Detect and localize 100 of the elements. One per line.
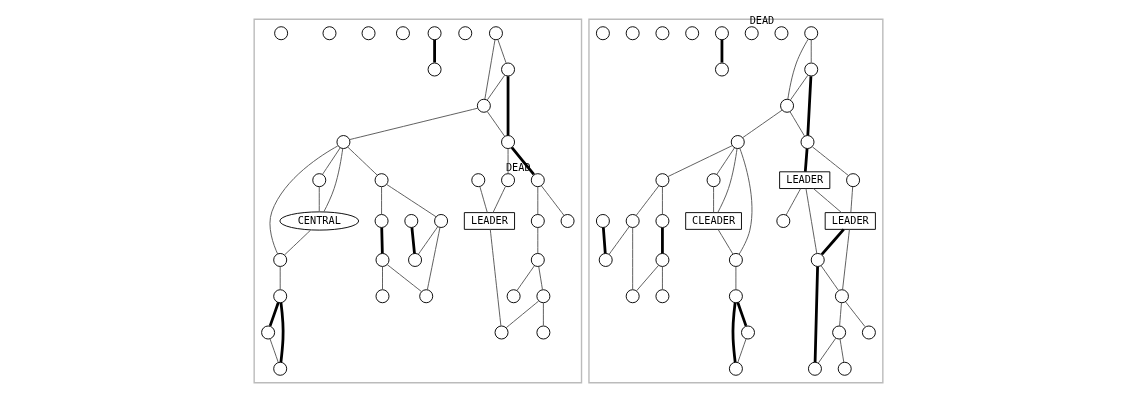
connector [284,229,312,256]
node-circle [832,325,847,340]
node-circle [655,253,670,267]
connector [636,264,659,292]
node-circle [274,26,289,41]
node-circle [273,253,288,267]
connector [632,227,634,290]
node-circle [741,325,755,340]
node-circle [780,98,795,113]
connector [486,111,506,137]
connector [716,147,735,175]
node-circle [744,26,759,41]
connector [538,266,543,291]
connector [410,227,416,254]
connector [492,186,506,214]
node-circle [804,62,819,77]
connector [713,186,715,213]
connector [347,146,378,176]
node-circle [427,62,442,77]
connector [516,265,535,291]
node-circle [427,26,442,41]
connector [380,227,384,254]
connector [486,74,506,101]
node-circle [396,26,410,41]
connector [803,148,809,172]
node-circle [476,98,491,113]
node-circle [807,361,822,376]
node-circle [506,289,521,304]
connector [667,145,733,177]
node-circle [714,62,729,77]
connector [541,185,565,216]
node-circle [273,289,288,304]
connector [269,338,279,363]
node-circle [530,173,545,188]
connector [785,188,802,216]
node-circle [374,214,389,228]
connector [790,74,809,101]
connector [842,229,850,291]
connector [845,301,866,328]
connector [321,147,341,175]
connector [736,302,748,327]
node-circle [536,289,551,304]
node-circle [375,289,390,304]
node-circle [728,289,743,304]
node-circle [834,289,849,304]
node-circle [530,214,545,228]
connector [542,302,544,326]
node-circle [655,173,670,188]
node-circle [404,214,419,228]
node-circle [312,173,327,188]
connector [433,39,436,63]
connector [386,183,437,218]
connector [484,39,496,100]
connector [820,228,845,256]
node-circle [837,361,852,376]
connector [717,148,738,213]
connector [839,338,845,363]
connector [813,188,842,214]
connector [601,227,607,254]
node-circle [536,325,551,340]
connector [635,185,660,216]
cluster [253,18,583,384]
connector [349,107,478,141]
node-circle [273,361,288,376]
node-circle [810,253,825,267]
connector [417,226,439,255]
connector [661,227,664,254]
node-ellipse: CENTRAL [279,211,360,231]
connector [731,302,737,363]
node-circle [408,253,423,267]
node-circle [625,289,640,304]
node-circle [776,214,791,228]
node-circle [336,135,351,149]
connector [742,109,783,139]
node-circle [861,325,876,340]
node-circle [625,26,640,41]
connector [489,229,502,327]
node-circle [434,214,449,228]
node-circle [501,173,516,188]
node-circle [374,173,389,188]
connector [537,227,539,254]
node-circle [361,26,376,41]
connector [850,186,854,213]
connector [382,266,383,290]
connector [717,228,734,255]
node-circle [375,253,390,267]
node-circle [728,361,743,376]
connector [479,186,488,214]
node-circle [458,26,473,41]
connector [810,39,812,63]
cluster [588,18,884,384]
connector [381,186,383,215]
node-circle [774,26,789,41]
connector [497,39,507,64]
connector [279,266,281,290]
connector [279,302,285,363]
connector [323,148,344,213]
node-circle [261,325,276,340]
node-circle [846,173,861,188]
node-circle [322,26,337,41]
